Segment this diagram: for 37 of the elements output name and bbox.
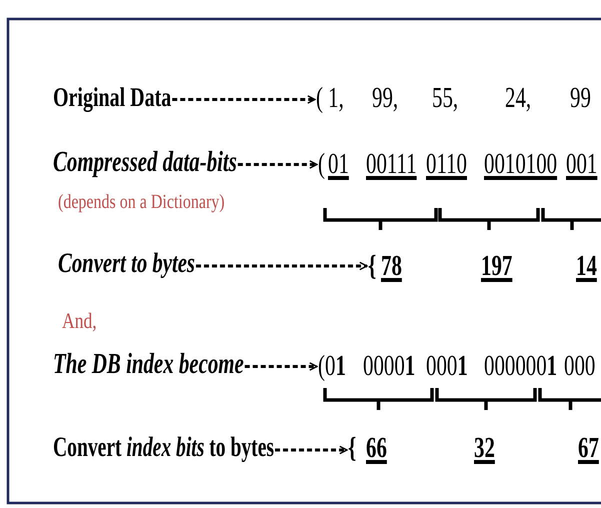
row-label: Convert index bits to bytes bbox=[53, 434, 274, 462]
number-text: 0000001 bbox=[484, 352, 558, 381]
number-text: 01 bbox=[328, 150, 349, 179]
number-text: 99, bbox=[372, 84, 398, 113]
number-text: ( bbox=[318, 150, 325, 179]
number-text: ( 1, bbox=[316, 84, 344, 113]
number-text: 0010100 bbox=[484, 150, 558, 179]
number-text: 197 bbox=[481, 252, 512, 281]
number-text: 01 bbox=[325, 352, 346, 381]
row-label: Compressed data-bits bbox=[53, 148, 237, 177]
number-text: 00111 bbox=[366, 150, 417, 179]
number-text: 99 bbox=[570, 84, 591, 113]
row-label: Original Data bbox=[53, 84, 172, 111]
number-text: 67 bbox=[578, 434, 599, 463]
dashed-arrow bbox=[275, 446, 348, 454]
dashed-arrow bbox=[244, 362, 318, 371]
dashed-arrow bbox=[172, 95, 316, 104]
number-text: 66 bbox=[366, 434, 387, 463]
number-text: ( bbox=[318, 352, 325, 381]
number-text: 000 bbox=[564, 352, 596, 381]
number-text: { bbox=[368, 252, 376, 281]
row-label: Convert to bytes bbox=[58, 250, 195, 278]
dashed-arrow bbox=[196, 262, 368, 270]
number-text: 78 bbox=[381, 252, 402, 281]
note-text: And, bbox=[62, 310, 97, 332]
dashed-arrow bbox=[238, 160, 318, 169]
number-text: 24, bbox=[505, 84, 532, 113]
number-text: 001 bbox=[566, 150, 598, 179]
note-text: (depends on a Dictionary) bbox=[58, 192, 225, 212]
number-text: 14 bbox=[576, 252, 597, 281]
row-label: The DB index become bbox=[53, 350, 244, 379]
number-text: 0001 bbox=[426, 352, 468, 381]
number-text: 55, bbox=[432, 84, 458, 113]
number-text: { bbox=[348, 434, 356, 463]
number-text: 00001 bbox=[363, 352, 416, 381]
number-text: 0110 bbox=[426, 150, 467, 179]
number-text: 32 bbox=[474, 434, 495, 463]
